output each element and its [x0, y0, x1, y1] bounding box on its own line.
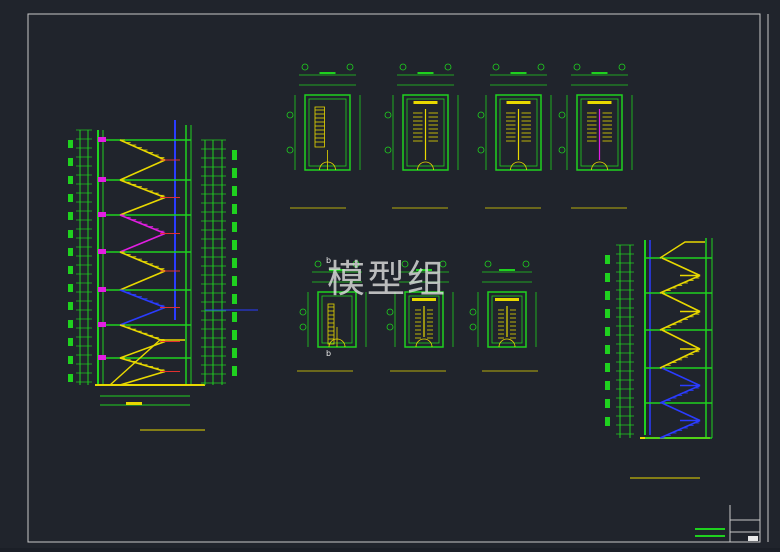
floor-plan-plan_6 — [386, 260, 454, 372]
floor-plan-plan_3 — [477, 63, 552, 209]
title-block — [695, 505, 760, 542]
section-mark-bottom: b — [326, 349, 331, 358]
floor-plan-plan_4 — [558, 63, 633, 209]
floor-plan-plan_2 — [384, 63, 459, 209]
floor-plan-plan_5 — [297, 260, 367, 372]
stair-section-right — [605, 238, 713, 439]
section-mark-top: b — [326, 256, 331, 265]
sheet-frame — [27, 13, 761, 543]
floor-plan-plan_1 — [286, 63, 361, 209]
stair-section-left — [68, 120, 258, 406]
floor-plan-plan_7 — [469, 260, 538, 372]
watermark: 模型组 — [327, 257, 448, 301]
